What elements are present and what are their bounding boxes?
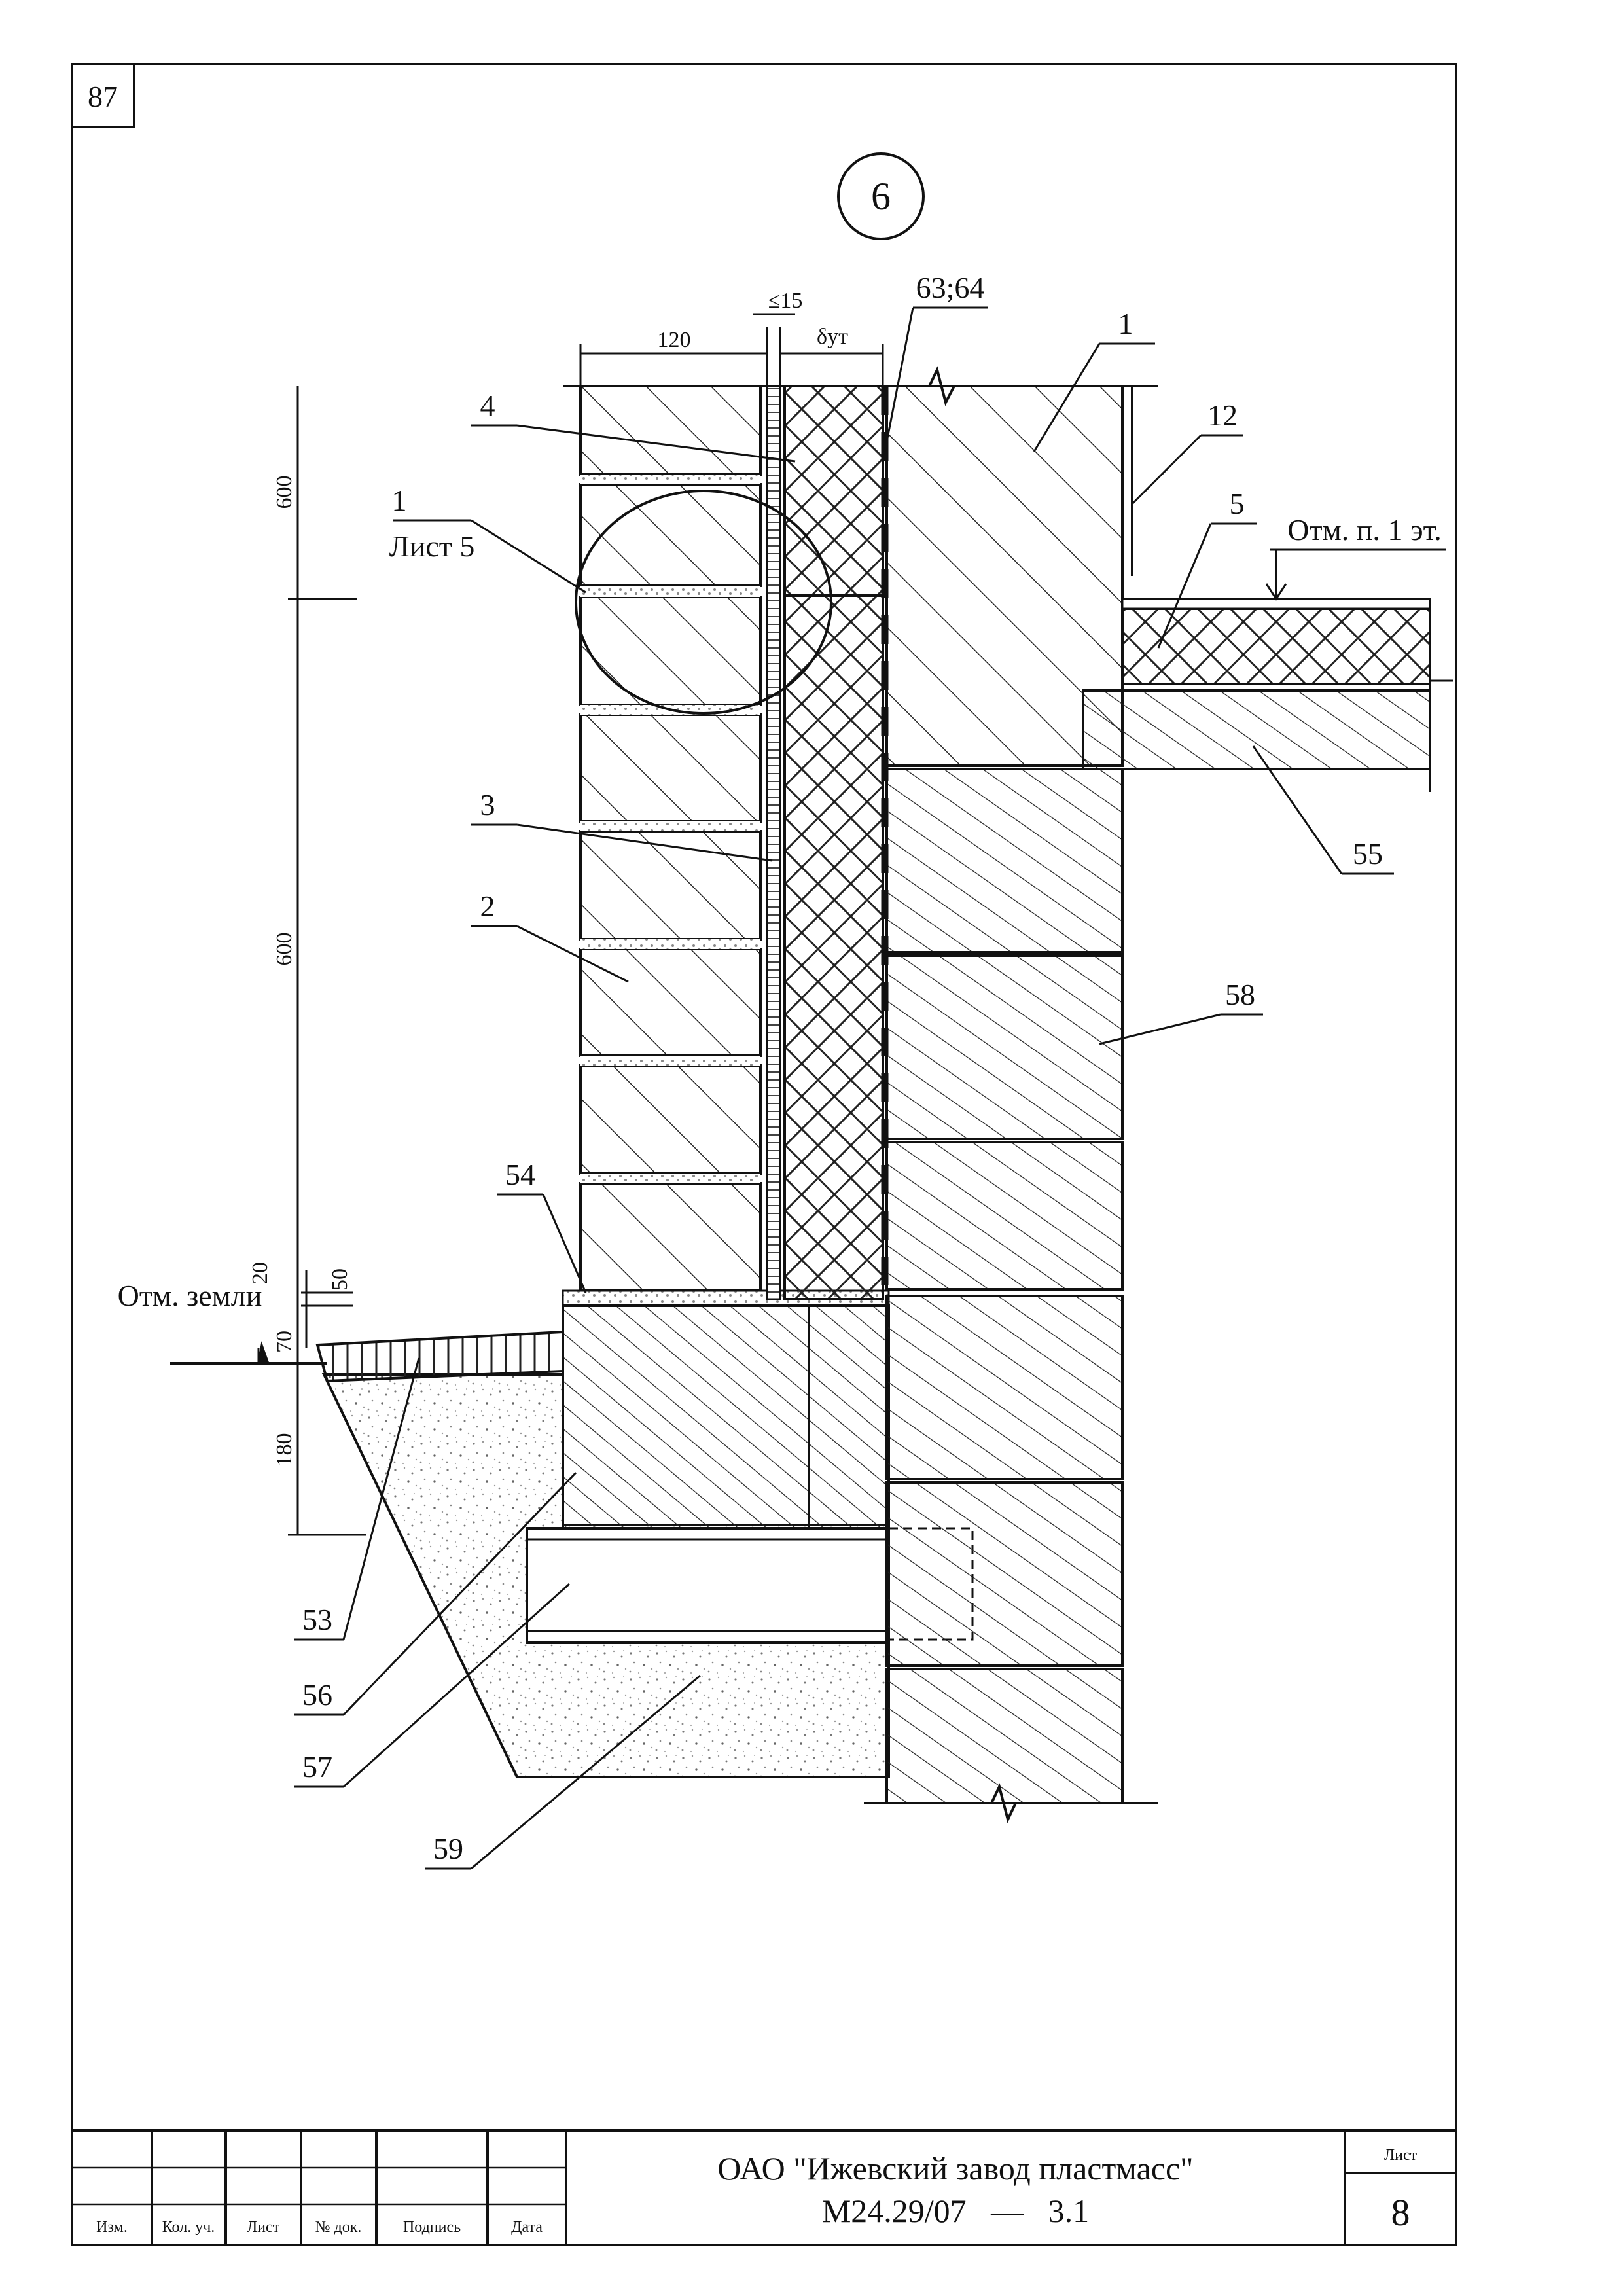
callout-56: 56: [302, 1678, 332, 1712]
tb-header-doc: № док.: [315, 2219, 362, 2236]
dim-180: 180: [272, 1433, 296, 1467]
callout-1: 1: [1118, 307, 1133, 340]
callout-53: 53: [302, 1603, 332, 1636]
callout-57: 57: [302, 1750, 332, 1784]
reference-circle: [575, 490, 832, 715]
callout-4: 4: [480, 389, 495, 422]
tb-document-code: М24.29/07 — 3.1: [822, 2193, 1089, 2229]
label-63-64: 63;64: [916, 271, 985, 304]
dim-delta: δут: [817, 325, 848, 349]
blind-area-53: [315, 1330, 564, 1383]
tb-header-date: Дата: [511, 2219, 543, 2236]
callout-59: 59: [433, 1832, 463, 1865]
drain-pipe-57: [526, 1527, 890, 1644]
dim-120: 120: [658, 328, 691, 352]
vertical-dimensions: [257, 386, 366, 1536]
level-ground: Отм. земли: [118, 1279, 262, 1312]
dim-70: 70: [272, 1331, 296, 1353]
dim-600-mid: 600: [272, 933, 296, 966]
dim-600-top: 600: [272, 476, 296, 509]
facing-brick-wall-2: [579, 385, 762, 1291]
break-mark-top: [928, 366, 955, 406]
tb-sheet-value: 8: [1391, 2191, 1410, 2234]
callout-2: 2: [480, 889, 495, 923]
foundation-blocks-58: [885, 768, 1124, 1804]
top-dimensions: [579, 306, 988, 452]
floor-slab-55: [1082, 689, 1431, 770]
detail-mark-circle: [837, 152, 925, 240]
ref-sheet-num: 1: [392, 484, 407, 517]
ref-sheet-text: Лист 5: [389, 529, 475, 563]
callout-5: 5: [1230, 487, 1245, 520]
sheet-frame: [71, 63, 1457, 2246]
callout-12: 12: [1207, 399, 1238, 432]
callout-leaders: [294, 342, 1446, 1870]
floor-insulation-5: [1121, 607, 1431, 685]
callout-3: 3: [480, 788, 495, 821]
dim-50: 50: [328, 1268, 352, 1291]
plinth-concrete-56: [562, 1304, 890, 1530]
sheet-number-box: [71, 63, 135, 128]
dim-20: 20: [248, 1262, 272, 1284]
callout-55: 55: [1353, 837, 1383, 870]
tb-organization: ОАО "Ижевский завод пластмасс": [717, 2150, 1193, 2187]
sheet-number-corner: 87: [88, 80, 118, 113]
dim-gap: ≤15: [768, 289, 803, 313]
tb-sheet-label: Лист: [1384, 2147, 1418, 2164]
air-gap-layer-3: [766, 385, 781, 1300]
tb-header-izm: Изм.: [96, 2219, 128, 2236]
detail-mark: 6: [871, 175, 891, 218]
level-floor: Отм. п. 1 эт.: [1287, 513, 1441, 547]
tb-header-sign: Подпись: [403, 2219, 461, 2236]
tb-header-list: Лист: [247, 2219, 280, 2236]
break-mark-bottom: [990, 1783, 1017, 1823]
insulation-4: [783, 385, 884, 1300]
callout-54: 54: [505, 1158, 535, 1191]
callout-58: 58: [1225, 978, 1255, 1011]
tb-header-kol: Кол. уч.: [162, 2219, 215, 2236]
title-block: [72, 2129, 1456, 2245]
